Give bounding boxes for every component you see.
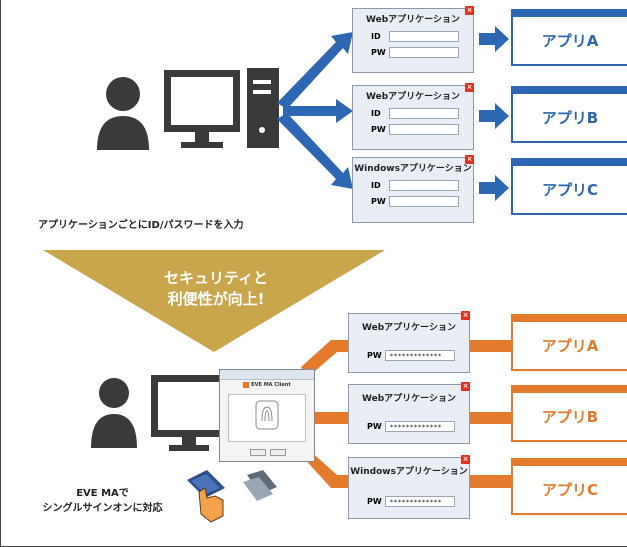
- client-titlebar: [220, 370, 314, 380]
- client-brand: EVE MA Client: [220, 380, 314, 390]
- pc-icon-top: [164, 68, 279, 148]
- pw-row: PW: [371, 194, 473, 208]
- window-title: Webアプリケーション ×: [366, 83, 474, 102]
- pw-field[interactable]: [389, 123, 459, 135]
- id-field[interactable]: [389, 107, 459, 119]
- pw-field[interactable]: *************: [385, 495, 455, 507]
- login-window-web-2: Webアプリケーション × ID PW: [352, 83, 474, 150]
- app-a-box-sso: アプリA: [511, 314, 627, 371]
- close-icon[interactable]: ×: [465, 6, 474, 15]
- improvement-triangle: [43, 250, 385, 352]
- improvement-line-1: セキュリティと: [163, 269, 269, 287]
- user-icon-bottom: [91, 378, 137, 448]
- blue-arrows-right: [479, 26, 509, 201]
- window-title: Windowsアプリケーション ×: [350, 455, 470, 477]
- close-icon[interactable]: ×: [465, 83, 474, 92]
- user-icon-top: [97, 77, 149, 150]
- client-cancel-button[interactable]: [270, 449, 286, 456]
- pw-field[interactable]: *************: [385, 349, 455, 361]
- sso-caption: EVE MAで シングルサインオンに対応: [15, 486, 190, 516]
- client-ok-button[interactable]: [250, 449, 266, 456]
- pw-row: PW: [371, 45, 473, 59]
- pw-row: PW *************: [367, 494, 469, 508]
- window-title: Webアプリケーション ×: [362, 382, 470, 404]
- client-title: EVE MA Client: [251, 382, 291, 388]
- close-icon[interactable]: ×: [461, 382, 470, 391]
- app-b-box: アプリB: [511, 86, 627, 143]
- close-icon[interactable]: ×: [461, 455, 470, 464]
- close-icon[interactable]: ×: [465, 155, 474, 164]
- pw-field[interactable]: [389, 195, 459, 207]
- close-icon[interactable]: ×: [461, 311, 470, 320]
- sso-window-windows: Windowsアプリケーション × PW *************: [348, 455, 470, 519]
- ic-card-icon: [243, 470, 277, 501]
- app-a-box: アプリA: [511, 9, 627, 66]
- app-c-box: アプリC: [511, 158, 627, 215]
- blue-arrows-left: [277, 32, 353, 189]
- top-caption: アプリケーションごとにID/パスワードを入力: [38, 220, 244, 231]
- pw-field[interactable]: *************: [385, 420, 455, 432]
- hand-tap-icon: [187, 470, 225, 523]
- pw-row: PW *************: [367, 419, 469, 433]
- app-c-box-sso: アプリC: [511, 458, 627, 515]
- pc-icon-bottom: [151, 375, 227, 451]
- client-auth-pane: [228, 394, 306, 442]
- sso-window-web-1: Webアプリケーション × PW *************: [348, 311, 470, 373]
- app-b-box-sso: アプリB: [511, 385, 627, 442]
- improvement-line-2: 利便性が向上!: [167, 290, 265, 308]
- eve-ma-client-window: EVE MA Client: [219, 369, 315, 462]
- sso-window-web-2: Webアプリケーション × PW *************: [348, 382, 470, 444]
- id-row: ID: [371, 178, 473, 192]
- improvement-message: セキュリティと 利便性が向上!: [106, 268, 326, 310]
- window-title: Webアプリケーション ×: [362, 311, 470, 333]
- pw-row: PW *************: [367, 348, 469, 362]
- id-row: ID: [371, 29, 473, 43]
- login-window-windows: Windowsアプリケーション × ID PW: [352, 155, 474, 223]
- fingerprint-icon: [255, 400, 279, 430]
- eve-logo-icon: [243, 382, 250, 388]
- id-field[interactable]: [389, 179, 459, 191]
- window-title: Windowsアプリケーション ×: [354, 155, 474, 174]
- pw-field[interactable]: [389, 46, 459, 58]
- sso-caption-line-1: EVE MAで: [76, 488, 129, 499]
- sso-caption-line-2: シングルサインオンに対応: [42, 503, 163, 514]
- id-field[interactable]: [389, 30, 459, 42]
- window-title: Webアプリケーション ×: [366, 6, 474, 25]
- login-window-web-1: Webアプリケーション × ID PW: [352, 6, 474, 73]
- id-row: ID: [371, 106, 473, 120]
- pw-row: PW: [371, 122, 473, 136]
